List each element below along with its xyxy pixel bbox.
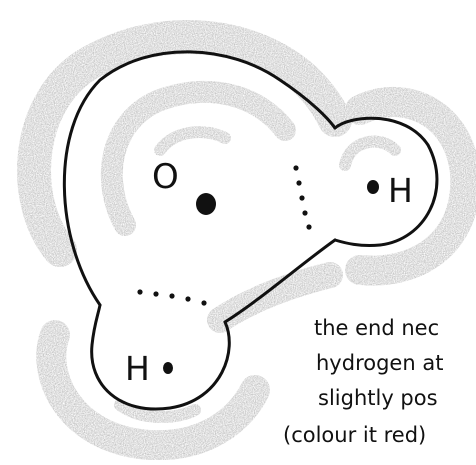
hydrogen-right-nucleus xyxy=(367,180,379,194)
caption-line-4: (colour it red) xyxy=(283,425,426,446)
oxygen-label: O xyxy=(152,160,179,194)
hydrogen-right-inner-shading xyxy=(345,142,395,165)
dotted-boundary-left xyxy=(137,289,206,305)
hydrogen-left-label: H xyxy=(125,352,150,385)
oxygen-outer-shading xyxy=(34,37,335,250)
dotted-boundary-right xyxy=(293,165,311,229)
caption-line-2: hydrogen at xyxy=(316,353,443,374)
shading-bands xyxy=(34,37,465,445)
caption-line-1: the end nec xyxy=(314,318,439,339)
hydrogen-right-outline xyxy=(335,118,437,245)
oxygen-core-shading xyxy=(160,132,225,150)
oxygen-nucleus xyxy=(196,193,216,215)
hydrogen-left-outer-shading xyxy=(51,335,255,445)
hydrogen-left-nucleus xyxy=(163,362,173,374)
caption-line-3: slightly pos xyxy=(318,388,438,409)
hydrogen-right-label: H xyxy=(388,174,413,207)
